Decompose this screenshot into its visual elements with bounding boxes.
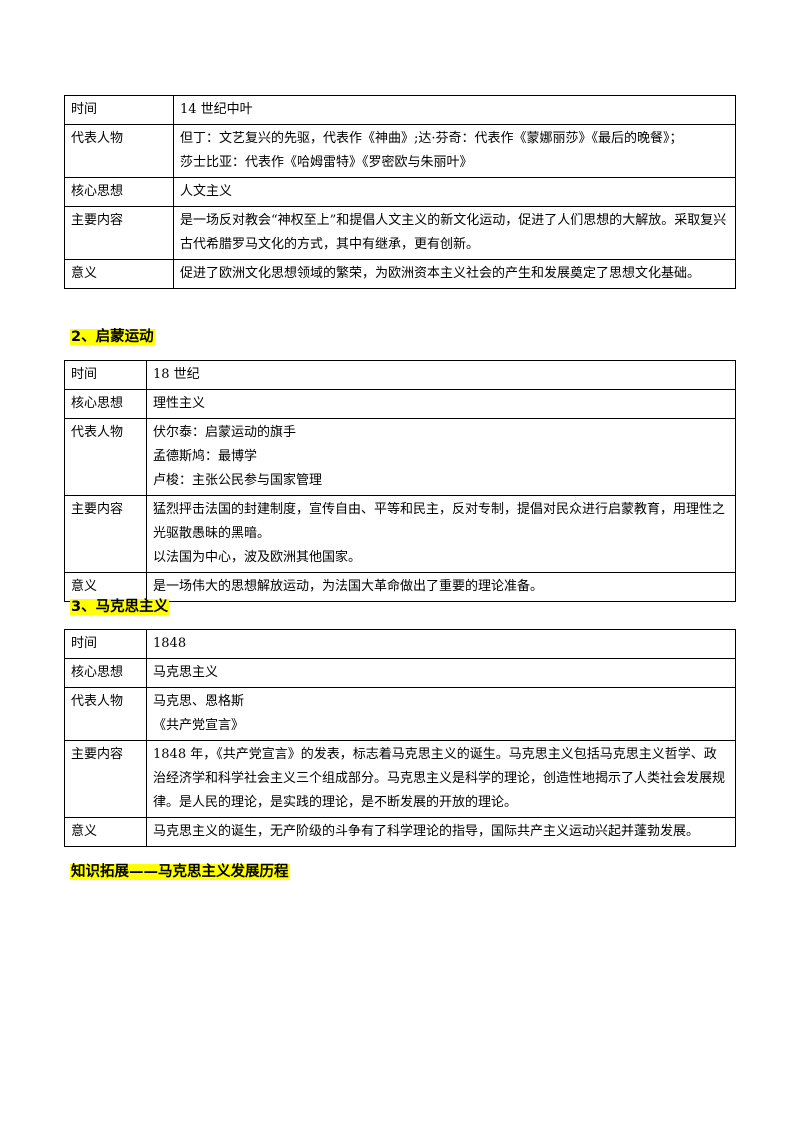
content-line: 1848 <box>153 636 187 651</box>
table-row: 时间 14 世纪中叶 <box>64 95 736 125</box>
table-row: 主要内容是一场反对教会“神权至上”和提倡人文主义的新文化运动，促进了人们思想的大… <box>64 206 736 260</box>
content-line: 理性主义 <box>153 396 206 411</box>
row-label: 意义 <box>64 259 174 289</box>
content-line: 促进了欧洲文化思想领域的繁荣，为欧洲资本主义社会的产生和发展奠定了思想文化基础。 <box>180 266 701 281</box>
table-row: 核心思想理性主义 <box>64 389 736 419</box>
content-line: 是一场伟大的思想解放运动，为法国大革命做出了重要的理论准备。 <box>153 579 544 594</box>
content-line: 马克思主义 <box>153 665 219 680</box>
row-label: 核心思想 <box>64 658 147 688</box>
table-row: 主要内容猛烈抨击法国的封建制度，宣传自由、平等和民主，反对专制，提倡对民众进行启… <box>64 495 736 573</box>
row-content: 马克思主义的诞生，无产阶级的斗争有了科学理论的指导，国际共产主义运动兴起并蓬勃发… <box>146 817 736 847</box>
section-heading-knowledge-extension: 知识拓展——马克思主义发展历程 <box>70 861 290 883</box>
row-content: 伏尔泰：启蒙运动的旗手孟德斯鸠：最博学卢梭：主张公民参与国家管理 <box>146 418 736 496</box>
content-line: 孟德斯鸠：最博学 <box>153 449 258 464</box>
table-row: 代表人物伏尔泰：启蒙运动的旗手孟德斯鸠：最博学卢梭：主张公民参与国家管理 <box>64 418 736 496</box>
table-row: 意义马克思主义的诞生，无产阶级的斗争有了科学理论的指导，国际共产主义运动兴起并蓬… <box>64 817 736 847</box>
row-label: 时间 <box>64 629 147 659</box>
content-line: 卢梭：主张公民参与国家管理 <box>153 473 323 488</box>
row-label: 代表人物 <box>64 418 147 496</box>
row-label: 主要内容 <box>64 740 147 818</box>
content-line: 伏尔泰：启蒙运动的旗手 <box>153 425 297 440</box>
row-content: 但丁：文艺复兴的先驱，代表作《神曲》;达·芬奇：代表作《蒙娜丽莎》《最后的晚餐》… <box>173 124 736 178</box>
section-heading-text: 知识拓展——马克思主义发展历程 <box>70 864 290 880</box>
row-content: 18 世纪 <box>146 360 736 390</box>
section-heading-marxism: 3、马克思主义 <box>70 596 170 618</box>
table-row: 核心思想马克思主义 <box>64 658 736 688</box>
table-row: 意义是一场伟大的思想解放运动，为法国大革命做出了重要的理论准备。 <box>64 572 736 602</box>
row-label: 时间 <box>64 95 174 125</box>
table-row: 代表人物马克思、恩格斯《共产党宣言》 <box>64 687 736 741</box>
content-line: 但丁：文艺复兴的先驱，代表作《神曲》;达·芬奇：代表作《蒙娜丽莎》《最后的晚餐》… <box>180 131 683 146</box>
row-label: 主要内容 <box>64 206 174 260</box>
row-label: 核心思想 <box>64 389 147 419</box>
table-row: 代表人物但丁：文艺复兴的先驱，代表作《神曲》;达·芬奇：代表作《蒙娜丽莎》《最后… <box>64 124 736 178</box>
content-line: 猛烈抨击法国的封建制度，宣传自由、平等和民主，反对专制，提倡对民众进行启蒙教育，… <box>153 502 726 541</box>
table-row: 时间 18 世纪 <box>64 360 736 390</box>
row-content: 猛烈抨击法国的封建制度，宣传自由、平等和民主，反对专制，提倡对民众进行启蒙教育，… <box>146 495 736 573</box>
content-line: 1848 年，《共产党宣言》的发表，标志着马克思主义的诞生。马克思主义包括马克思… <box>153 747 726 810</box>
row-content: 马克思主义 <box>146 658 736 688</box>
row-label: 代表人物 <box>64 687 147 741</box>
row-label: 代表人物 <box>64 124 174 178</box>
row-content: 人文主义 <box>173 177 736 207</box>
row-label: 核心思想 <box>64 177 174 207</box>
section-heading-enlightenment: 2、启蒙运动 <box>70 326 155 348</box>
row-content: 是一场反对教会“神权至上”和提倡人文主义的新文化运动，促进了人们思想的大解放。采… <box>173 206 736 260</box>
row-content: 理性主义 <box>146 389 736 419</box>
content-line: 莎士比亚：代表作《哈姆雷特》《罗密欧与朱丽叶》 <box>180 155 473 170</box>
row-content: 马克思、恩格斯《共产党宣言》 <box>146 687 736 741</box>
row-content: 促进了欧洲文化思想领域的繁荣，为欧洲资本主义社会的产生和发展奠定了思想文化基础。 <box>173 259 736 289</box>
row-content: 14 世纪中叶 <box>173 95 736 125</box>
content-line: 是一场反对教会“神权至上”和提倡人文主义的新文化运动，促进了人们思想的大解放。采… <box>180 213 727 252</box>
row-label: 主要内容 <box>64 495 147 573</box>
row-content: 是一场伟大的思想解放运动，为法国大革命做出了重要的理论准备。 <box>146 572 736 602</box>
row-content: 1848 年，《共产党宣言》的发表，标志着马克思主义的诞生。马克思主义包括马克思… <box>146 740 736 818</box>
content-line: 以法国为中心，波及欧洲其他国家。 <box>153 550 362 565</box>
row-label: 意义 <box>64 817 147 847</box>
content-line: 人文主义 <box>180 184 233 199</box>
table-row: 意义促进了欧洲文化思想领域的繁荣，为欧洲资本主义社会的产生和发展奠定了思想文化基… <box>64 259 736 289</box>
content-line: 马克思、恩格斯 <box>153 694 245 709</box>
row-label: 时间 <box>64 360 147 390</box>
content-line: 马克思主义的诞生，无产阶级的斗争有了科学理论的指导，国际共产主义运动兴起并蓬勃发… <box>153 824 700 839</box>
content-line: 14 世纪中叶 <box>180 102 253 117</box>
section-heading-text: 2、启蒙运动 <box>70 329 155 345</box>
row-content: 1848 <box>146 629 736 659</box>
section-heading-text: 3、马克思主义 <box>70 599 170 615</box>
row-label: 意义 <box>64 572 147 602</box>
content-line: 18 世纪 <box>153 367 200 382</box>
content-line: 《共产党宣言》 <box>153 718 245 733</box>
table-row: 时间 1848 <box>64 629 736 659</box>
table-row: 核心思想人文主义 <box>64 177 736 207</box>
